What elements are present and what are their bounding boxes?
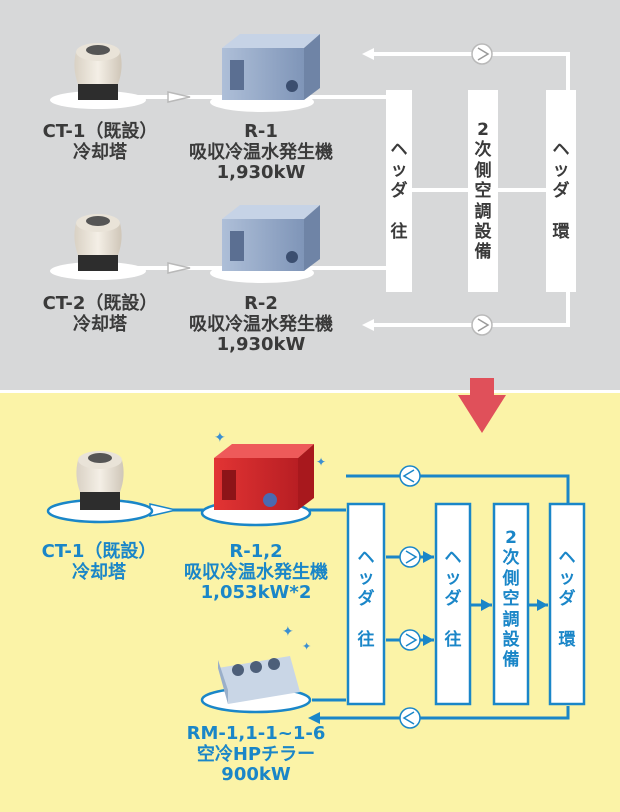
absorption-chiller-icon (210, 205, 320, 283)
after-header-return: ヘッダ 環 (558, 548, 576, 650)
valve-icon (167, 91, 191, 103)
after-ct1-label: CT-1（既設） 冷却塔 (24, 541, 174, 583)
svg-text:✦: ✦ (282, 624, 294, 640)
ct2-name: CT-2（既設） (42, 293, 158, 314)
after-header-boxes (346, 502, 586, 706)
air-cooled-chiller-icon: ✦ ✦ (200, 624, 312, 714)
svg-text:✦: ✦ (214, 430, 226, 446)
ct1-label: CT-1（既設） 冷却塔 (30, 121, 170, 163)
r1-capacity: 1,930kW (216, 162, 306, 184)
cooling-tower-icon (46, 451, 154, 524)
rm-label: RM-1,1-1~1-6 空冷HPチラー 900kW (166, 723, 346, 786)
before-header-supply: ヘッダ 往 (390, 140, 408, 242)
after-ct1-name: CT-1（既設） (41, 541, 157, 562)
svg-text:✦: ✦ (316, 455, 326, 469)
absorption-chiller-icon (210, 34, 320, 112)
before-pumps (167, 43, 493, 336)
ct2-label: CT-2（既設） 冷却塔 (30, 293, 170, 335)
after-header-supply-2: ヘッダ 往 (444, 548, 462, 650)
after-header-supply-1: ヘッダ 往 (357, 548, 375, 650)
pump-icon (399, 629, 421, 651)
r12-label: R-1,2 吸収冷温水発生機 1,053kW*2 (166, 541, 346, 604)
r2-name: R-2 (244, 293, 278, 314)
r12-name: R-1,2 (229, 541, 283, 562)
after-flow-arrows (308, 551, 548, 724)
panel-separator (0, 390, 620, 394)
r12-capacity: 1,053kW*2 (200, 582, 312, 604)
cooling-tower-icon (50, 43, 146, 109)
ct1-type: 冷却塔 (73, 141, 127, 163)
valve-icon (167, 262, 191, 274)
r1-label: R-1 吸収冷温水発生機 1,930kW (176, 121, 346, 184)
pump-icon (399, 546, 421, 568)
r2-type: 吸収冷温水発生機 (189, 313, 333, 335)
valve-icon (149, 503, 177, 517)
ct2-type: 冷却塔 (73, 313, 127, 335)
before-header-return: ヘッダ 環 (552, 140, 570, 242)
pump-icon (399, 465, 421, 487)
ct1-name: CT-1（既設） (42, 121, 158, 142)
cooling-tower-icon (50, 214, 146, 280)
r12-type: 吸収冷温水発生機 (184, 561, 328, 583)
r1-name: R-1 (244, 121, 278, 142)
svg-text:✦: ✦ (302, 640, 311, 653)
after-pumps (149, 465, 421, 729)
down-arrow-icon (458, 378, 506, 433)
pump-icon (399, 707, 421, 729)
r1-type: 吸収冷温水発生機 (189, 141, 333, 163)
after-ct1-type: 冷却塔 (72, 561, 126, 583)
rm-type: 空冷HPチラー (196, 743, 316, 765)
pump-icon (471, 43, 493, 65)
rm-capacity: 900kW (221, 764, 291, 786)
r2-label: R-2 吸収冷温水発生機 1,930kW (176, 293, 346, 356)
r2-capacity: 1,930kW (216, 334, 306, 356)
new-absorption-chiller-icon: ✦ ✦ (200, 430, 326, 527)
before-header-boxes (386, 90, 576, 292)
pump-icon (471, 314, 493, 336)
rm-name: RM-1,1-1~1-6 (186, 723, 326, 744)
